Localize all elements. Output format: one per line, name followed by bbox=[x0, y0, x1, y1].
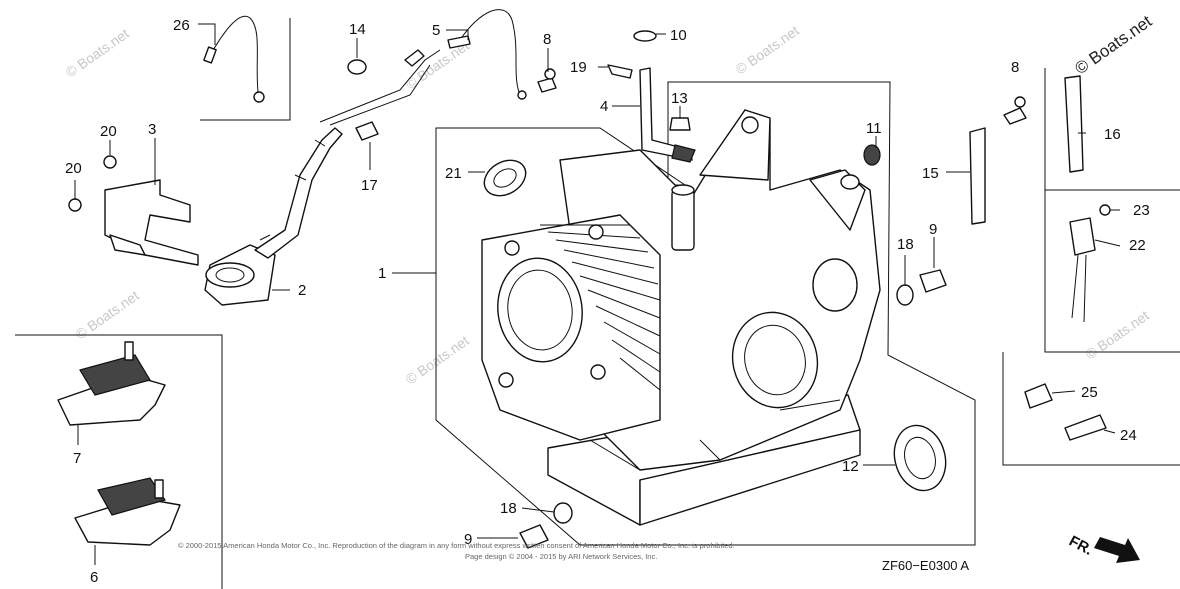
callout-26: 26 bbox=[173, 17, 190, 34]
small-parts bbox=[68, 30, 1111, 549]
callout-25: 25 bbox=[1081, 384, 1098, 401]
callout-labels: 26 14 5 8 10 19 8 4 13 20 3 20 17 21 11 … bbox=[65, 17, 1150, 586]
callout-11: 11 bbox=[866, 120, 882, 137]
callout-23: 23 bbox=[1133, 202, 1150, 219]
callout-15: 15 bbox=[922, 165, 939, 182]
watermark: © Boats.net bbox=[403, 332, 472, 387]
callout-24: 24 bbox=[1120, 427, 1137, 444]
ground-wire-part-26 bbox=[203, 15, 265, 103]
front-label: FR. bbox=[1066, 533, 1095, 559]
callout-9: 9 bbox=[929, 221, 937, 238]
callout-2: 2 bbox=[298, 282, 306, 299]
copyright-notice: © 2000-2015 American Honda Motor Co., In… bbox=[178, 541, 735, 550]
front-arrow bbox=[1094, 537, 1140, 563]
watermark: © Boats.net bbox=[733, 22, 802, 77]
callout-8b: 8 bbox=[1011, 59, 1019, 76]
callout-18: 18 bbox=[897, 236, 914, 253]
callout-10: 10 bbox=[670, 27, 687, 44]
wire-part-5 bbox=[319, 9, 527, 126]
callout-9b: 9 bbox=[464, 531, 472, 548]
watermark: © Boats.net bbox=[63, 25, 132, 80]
page-design-notice: Page design © 2004 - 2015 by ARI Network… bbox=[465, 552, 657, 561]
callout-16: 16 bbox=[1104, 126, 1121, 143]
callout-20: 20 bbox=[100, 123, 117, 140]
watermark: © Boats.net bbox=[73, 287, 142, 342]
crankcase-part-1 bbox=[481, 109, 881, 526]
callout-4: 4 bbox=[600, 98, 608, 115]
callout-3: 3 bbox=[148, 121, 156, 138]
callout-18b: 18 bbox=[500, 500, 517, 517]
callout-6: 6 bbox=[90, 569, 98, 586]
callout-22: 22 bbox=[1129, 237, 1146, 254]
engine-mounts bbox=[57, 341, 181, 546]
breather-tube-part-2 bbox=[204, 127, 343, 306]
watermark-main: © Boats.net bbox=[1071, 11, 1155, 78]
bracket-part-3 bbox=[104, 179, 199, 266]
group-box-lines bbox=[15, 18, 1180, 589]
rod-part-4 bbox=[639, 67, 696, 163]
callout-5: 5 bbox=[432, 22, 440, 39]
callout-13: 13 bbox=[671, 90, 688, 107]
callout-19: 19 bbox=[570, 59, 587, 76]
watermark: © Boats.net bbox=[1083, 307, 1152, 362]
callout-21: 21 bbox=[445, 165, 462, 182]
callout-20b: 20 bbox=[65, 160, 82, 177]
callout-7: 7 bbox=[73, 450, 81, 467]
leader-lines bbox=[74, 23, 1121, 565]
callout-1: 1 bbox=[378, 265, 386, 282]
diagram-code: ZF60−E0300 A bbox=[882, 558, 969, 573]
callout-8: 8 bbox=[543, 31, 551, 48]
callout-14: 14 bbox=[349, 21, 366, 38]
callout-17: 17 bbox=[361, 177, 378, 194]
callout-12: 12 bbox=[842, 458, 859, 475]
